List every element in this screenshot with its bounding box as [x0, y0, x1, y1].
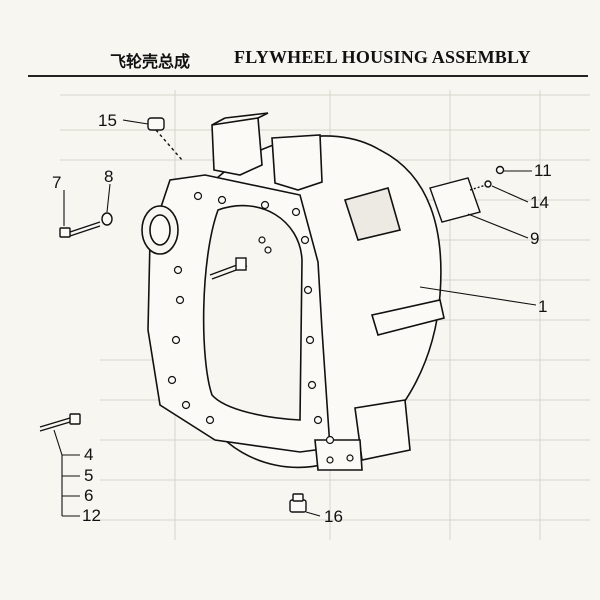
callout-11: 11 — [534, 161, 552, 180]
flywheel-housing — [141, 112, 445, 471]
callout-9: 9 — [530, 229, 540, 248]
callout-4: 4 — [84, 445, 94, 464]
callout-7: 7 — [52, 173, 62, 192]
title-english: FLYWHEEL HOUSING ASSEMBLY — [234, 47, 531, 67]
callout-16: 16 — [324, 507, 343, 526]
title-chinese: 飞轮壳总成 — [110, 52, 191, 71]
leader-lines — [53, 119, 537, 517]
callout-15: 15 — [98, 111, 117, 130]
callout-6: 6 — [84, 486, 94, 505]
loose-parts — [39, 117, 505, 513]
callout-14: 14 — [530, 193, 549, 212]
callout-8: 8 — [104, 167, 114, 186]
callout-12: 12 — [82, 506, 101, 525]
title-underline — [28, 75, 588, 77]
callout-1: 1 — [538, 297, 548, 316]
callout-5: 5 — [84, 466, 94, 485]
